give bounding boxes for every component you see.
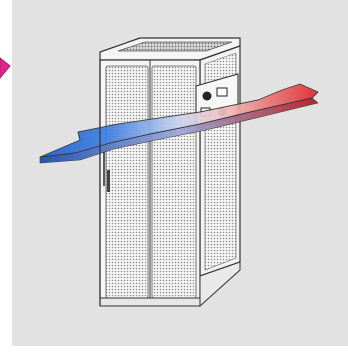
rack-front	[100, 60, 200, 306]
fan-knob-icon	[203, 92, 212, 101]
switch-icon	[217, 88, 227, 96]
nav-arrow-left-icon[interactable]	[0, 58, 10, 78]
